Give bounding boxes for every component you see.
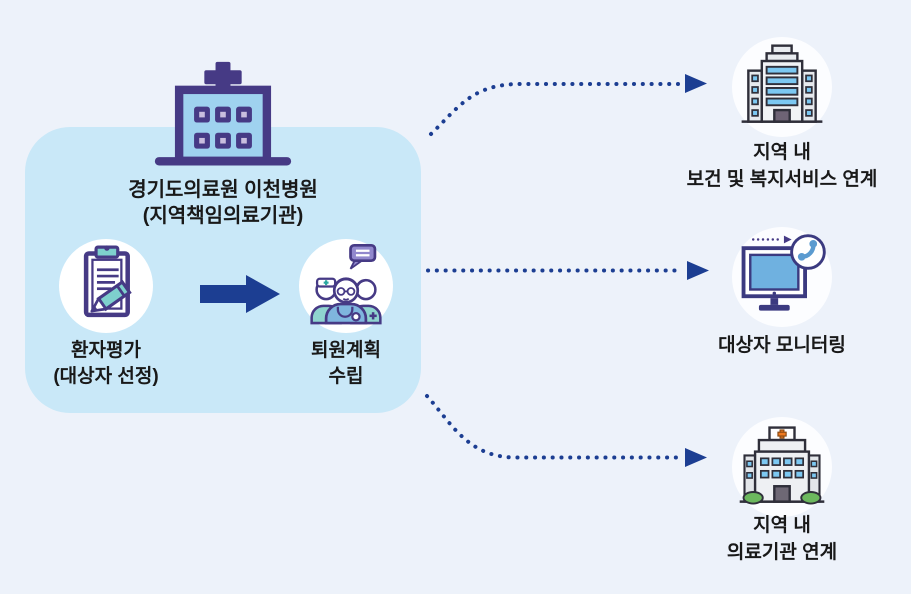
step2-label-line2: 수립 — [328, 366, 364, 387]
monitor-phone-icon — [741, 234, 826, 311]
hospital-building-icon — [154, 61, 292, 166]
step1-label-line1: 환자평가 — [71, 340, 141, 361]
medical-team-icon — [310, 243, 382, 325]
clipboard-pencil-icon — [83, 245, 132, 318]
office-building-icon — [741, 44, 823, 123]
step1-label-line2: (대상자 선정) — [53, 366, 159, 387]
hub-title-line2: (지역책임의료기관) — [142, 205, 304, 227]
target1-label-line1: 지역 내 — [753, 142, 811, 163]
hub-title-line1: 경기도의료원 이천병원 — [128, 179, 318, 201]
step2-label-line1: 퇴원계획 — [311, 340, 381, 361]
step-discharge-planning-label: 퇴원계획 수립 — [256, 338, 436, 390]
hub-title: 경기도의료원 이천병원 (지역책임의료기관) — [25, 177, 421, 229]
connector-top — [429, 82, 680, 136]
target-welfare-services-label: 지역 내 보건 및 복지서비스 연계 — [632, 139, 911, 193]
target-welfare-services — [732, 37, 832, 137]
target3-label-line1: 지역 내 — [753, 515, 811, 536]
hospital-clinic-icon — [739, 426, 825, 505]
arrowhead-bottom-icon — [685, 448, 707, 467]
target-monitoring — [732, 227, 832, 327]
target3-label-line2: 의료기관 연계 — [726, 542, 838, 563]
target-medical-institutions-label: 지역 내 의료기관 연계 — [632, 512, 911, 566]
target-monitoring-label: 대상자 모니터링 — [632, 332, 911, 359]
connector-bottom — [425, 394, 682, 460]
arrowhead-middle-icon — [687, 261, 709, 280]
arrowhead-top-icon — [685, 74, 707, 93]
step-patient-assessment — [59, 239, 153, 333]
step-patient-assessment-label: 환자평가 (대상자 선정) — [16, 338, 196, 390]
target1-label-line2: 보건 및 복지서비스 연계 — [686, 169, 878, 190]
step-discharge-planning — [299, 239, 393, 333]
right-arrow-icon — [200, 275, 280, 313]
target-medical-institutions — [732, 417, 832, 517]
target2-label-line1: 대상자 모니터링 — [718, 335, 846, 356]
